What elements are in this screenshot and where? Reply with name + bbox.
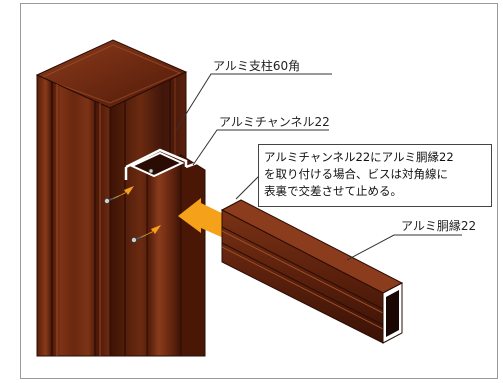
- post-front-face: [36, 74, 111, 357]
- note-box: [258, 144, 492, 207]
- screw-arrow-upper-icon: [113, 186, 134, 199]
- screw-arrow-lower-icon: [140, 225, 161, 238]
- leader-line-post: [175, 73, 332, 131]
- rail-groove-line: [221, 242, 384, 326]
- label-channel: アルミチャンネル22: [219, 115, 330, 129]
- channel-top-opening: [129, 151, 185, 178]
- rail-groove-line: [221, 230, 384, 314]
- leader-line-rail: [346, 234, 462, 261]
- note-line: を取り付ける場合、ビスは対角線に: [264, 167, 448, 181]
- leader-line-note: [235, 175, 260, 200]
- rail-groove-line: [221, 226, 384, 310]
- channel-web-face: [146, 154, 182, 357]
- channel-highlight-outline: [185, 158, 206, 169]
- screw-head-icon: [131, 237, 137, 243]
- aluminium-rail: [220, 199, 404, 344]
- note-line: 表裏で交差させて止める。: [264, 184, 402, 198]
- label-rail: アルミ胴縁22: [401, 219, 477, 233]
- installation-note: アルミチャンネル22にアルミ胴縁22 を取り付ける場合、ビスは対角線に 表裏で交…: [264, 149, 490, 200]
- post-top-bevel: [39, 44, 182, 104]
- label-post: アルミ支柱60角: [213, 59, 301, 73]
- insert-arrow-icon: [178, 198, 234, 240]
- channel-flange-face: [180, 154, 206, 357]
- channel-highlight-outline: [125, 148, 188, 169]
- note-line: アルミチャンネル22にアルミ胴縁22: [264, 150, 454, 164]
- rail-groove-line: [221, 246, 384, 330]
- screw-hole-icon: [148, 168, 154, 174]
- frame-border: [20, 3, 498, 379]
- screw-head-icon: [104, 198, 110, 204]
- rail-hollow-opening: [386, 290, 399, 337]
- leader-line-channel: [192, 129, 329, 166]
